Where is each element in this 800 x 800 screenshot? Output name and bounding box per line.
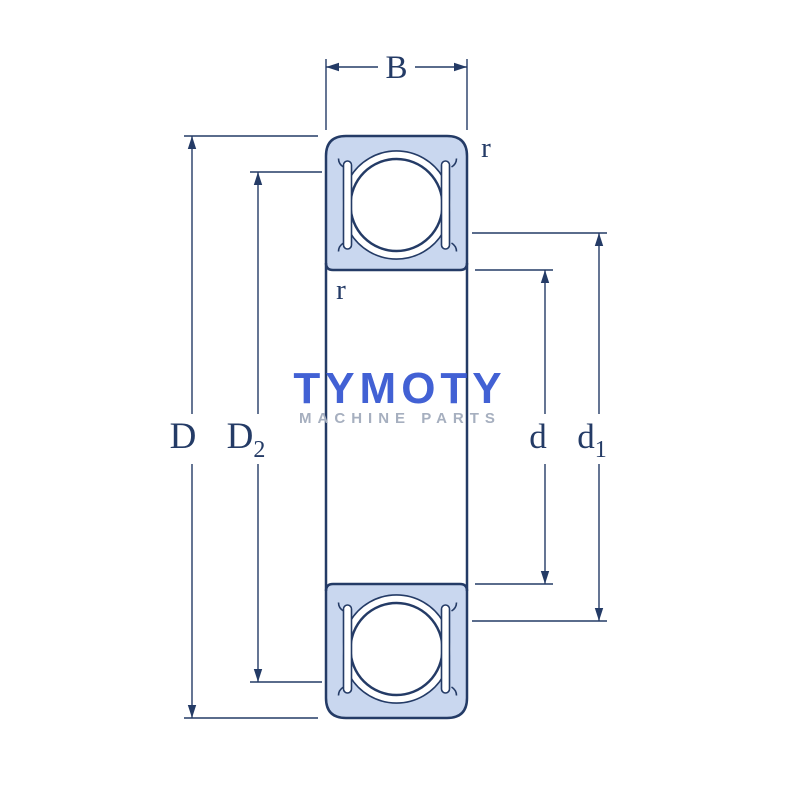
bearing-section-bottom xyxy=(324,582,469,720)
radius-label-top: r xyxy=(481,132,491,164)
bore-side-face-lines xyxy=(324,263,469,591)
dim-label-d: d xyxy=(529,417,547,456)
dim-label-B: B xyxy=(385,50,407,86)
dim-label-D2: D2 xyxy=(227,416,266,463)
dim-D-extension-lines xyxy=(184,135,318,719)
dim-d1: d1 xyxy=(472,232,607,622)
radius-label-bottom: r xyxy=(336,274,346,306)
dim-d-extension-lines xyxy=(475,269,553,585)
dim-D2-extension-lines xyxy=(250,171,322,683)
dim-D2: D2 xyxy=(227,171,322,683)
dim-label-D: D xyxy=(170,416,197,457)
watermark-subtitle: MACHINE PARTS xyxy=(299,410,501,427)
watermark: TYMOTY MACHINE PARTS xyxy=(293,364,506,427)
dim-label-d1: d1 xyxy=(577,417,607,463)
dim-B: B xyxy=(325,50,468,130)
dim-B-extension-lines xyxy=(325,59,468,130)
dim-d1-extension-lines xyxy=(472,232,607,622)
bearing-section-top xyxy=(324,134,469,272)
watermark-title: TYMOTY xyxy=(293,364,506,413)
dim-D: D xyxy=(170,135,318,719)
dim-d: d xyxy=(475,269,553,585)
